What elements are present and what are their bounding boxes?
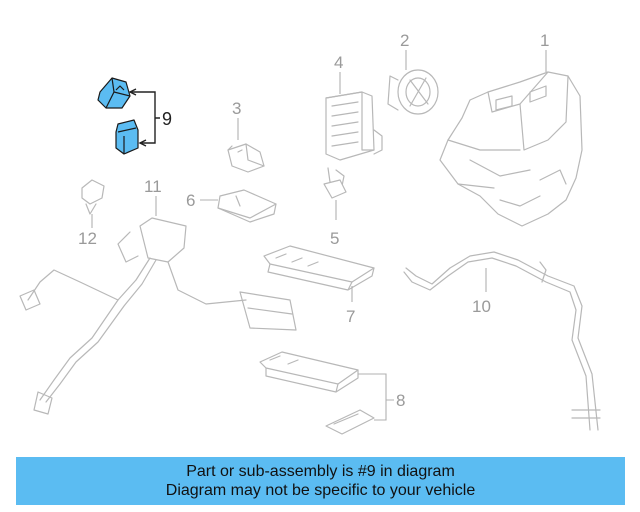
part-7-heater-core [263, 245, 375, 291]
banner-line-disclaimer: Diagram may not be specific to your vehi… [165, 482, 476, 499]
callout-6: 6 [186, 191, 195, 210]
callout-8: 8 [396, 391, 405, 410]
part-10-ac-lines [403, 251, 601, 431]
part-8-cabin-filter [259, 351, 359, 393]
callout-2: 2 [400, 31, 409, 50]
part-8-filter-cover [325, 409, 375, 435]
callout-5: 5 [330, 229, 339, 248]
part-4-evaporator-core [325, 91, 383, 187]
part-info-banner: Part or sub-assembly is #9 in diagram Di… [16, 457, 625, 505]
callout-9: 9 [162, 109, 172, 129]
callout-3: 3 [232, 99, 241, 118]
callout-7: 7 [346, 307, 355, 326]
part-12-clip [81, 179, 105, 215]
part-3-sensor [227, 143, 265, 173]
part-9-actuator-upper[interactable] [97, 77, 131, 109]
callout-1: 1 [540, 31, 549, 50]
parts-diagram: 9 1 2 3 4 5 6 [19, 31, 601, 435]
part-5-expansion-valve [323, 179, 347, 199]
part-2-blower-motor [387, 69, 439, 115]
banner-line-part-number: Part or sub-assembly is #9 in diagram [186, 463, 455, 480]
callout-9-leader [128, 88, 160, 147]
callout-10: 10 [472, 297, 491, 316]
part-6-bracket [217, 189, 277, 223]
callout-11: 11 [144, 177, 162, 196]
part-11-wiring-harness [19, 217, 297, 415]
part-1-hvac-case [439, 71, 583, 227]
callout-12: 12 [78, 229, 97, 248]
part-9-actuator-lower[interactable] [115, 119, 139, 155]
callout-8-leader [358, 373, 394, 421]
callout-4: 4 [334, 53, 343, 72]
